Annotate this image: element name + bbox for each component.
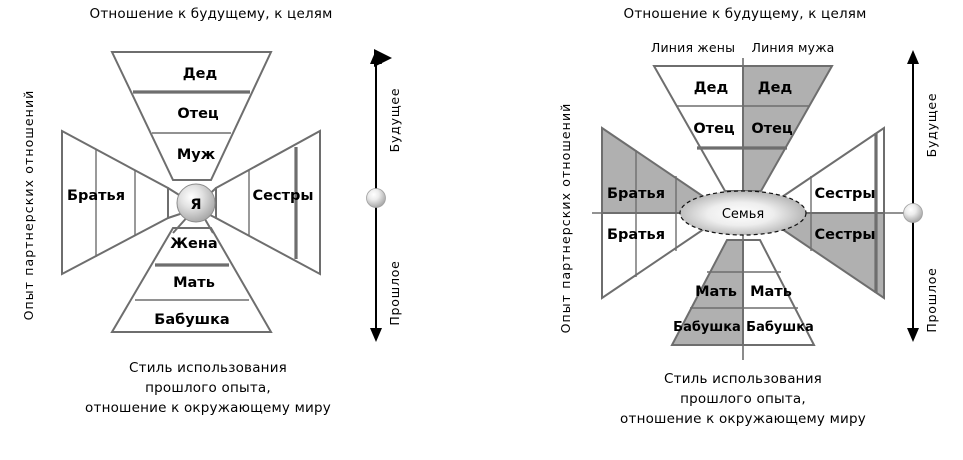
time-axis-marker-sphere: [366, 188, 386, 208]
axis-label-future: Будущее: [387, 88, 402, 153]
cell-sestry-top: Сестры: [815, 186, 876, 202]
diagram-title-2: Отношение к будущему, к целям: [624, 6, 867, 22]
caption-line-3: отношение к окружающему миру: [85, 400, 331, 416]
time-axis-arrow-down-2: [907, 328, 919, 342]
bottom-funnel-outline: [110, 227, 273, 333]
top-funnel-outline: [110, 51, 273, 181]
axis-label-past-2: Прошлое: [924, 267, 939, 332]
time-axis-marker-sphere-2: [903, 203, 923, 223]
cell-otec-wife: Отец: [693, 121, 735, 137]
cell-bratya: Братья: [67, 188, 125, 204]
diagram-title: Отношение к будущему, к целям: [90, 6, 333, 22]
center-ellipse-family: [679, 190, 807, 236]
cell-ded: Дед: [183, 66, 217, 82]
line-header-husband: Линия мужа: [751, 40, 834, 55]
diagram-family: Отношение к будущему, к целям Опыт партн…: [558, 6, 939, 427]
cell-mat-wife: Мать: [695, 284, 737, 300]
cell-zhena: Жена: [170, 236, 217, 252]
cell-mat: Мать: [173, 275, 215, 291]
cell-sestry-bottom: Сестры: [815, 227, 876, 243]
axis-label-future-2: Будущее: [924, 93, 939, 158]
cell-otec-husband: Отец: [751, 121, 793, 137]
cell-ded-husband: Дед: [758, 80, 792, 96]
time-axis-arrow-down: [370, 328, 382, 342]
caption-2-line-2: прошлого опыта,: [680, 391, 806, 407]
right-wing-outline: [215, 129, 321, 276]
left-wing-bottom-half: [601, 212, 708, 300]
axis-label-past: Прошлое: [387, 260, 402, 325]
caption-2-line-3: отношение к окружающему миру: [620, 411, 866, 427]
left-axis-label-2: Опыт партнерских отношений: [558, 103, 573, 334]
center-label-family: Семья: [722, 207, 764, 222]
line-header-wife: Линия жены: [651, 40, 735, 55]
cell-ded-wife: Дед: [694, 80, 728, 96]
center-sphere-self: [176, 183, 216, 223]
center-label-self: Я: [190, 197, 201, 213]
cell-bratya-top: Братья: [607, 186, 665, 202]
cell-babushka-husband: Бабушка: [746, 320, 814, 335]
cell-mat-husband: Мать: [750, 284, 792, 300]
diagram-individual: Отношение к будущему, к целям Опыт партн…: [21, 6, 402, 416]
cell-babushka-wife: Бабушка: [673, 320, 741, 335]
caption-2-line-1: Стиль использования: [664, 371, 822, 387]
caption-line-2: прошлого опыта,: [145, 380, 271, 396]
left-axis-label: Опыт партнерских отношений: [21, 90, 36, 321]
time-axis-arrow-up-2: [907, 50, 919, 64]
cell-bratya-bottom: Братья: [607, 227, 665, 243]
time-axis-arrow-up: [370, 50, 382, 64]
cell-babushka: Бабушка: [154, 312, 229, 328]
caption-line-1: Стиль использования: [129, 360, 287, 376]
cell-sestry: Сестры: [253, 188, 314, 204]
cell-muzh: Муж: [177, 147, 216, 163]
cell-otec: Отец: [177, 106, 219, 122]
bottom-funnel-right-half: [742, 239, 816, 346]
